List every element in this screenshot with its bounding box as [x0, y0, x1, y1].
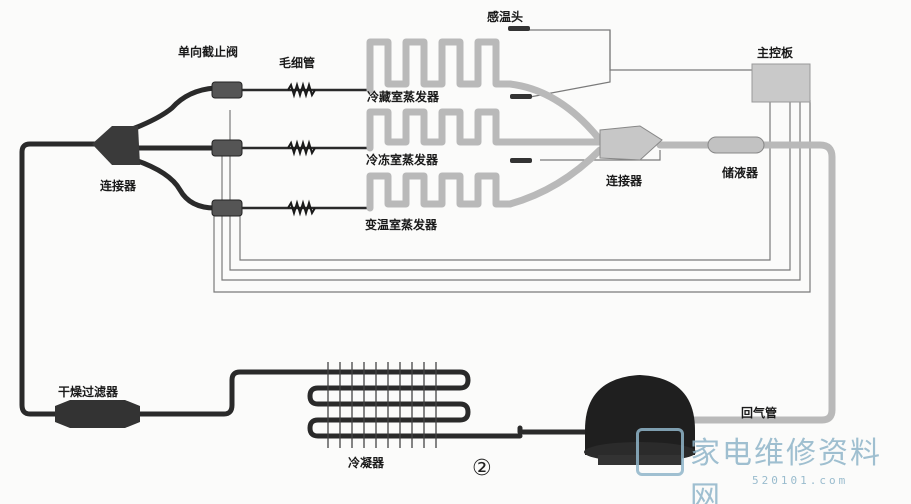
drier-filter-label: 干燥过滤器 — [58, 385, 119, 399]
condenser-label: 冷凝器 — [348, 456, 385, 470]
figure-number: ② — [472, 456, 492, 481]
capillary-coils — [287, 81, 316, 217]
drier-filter — [55, 400, 140, 428]
main-board-box — [751, 63, 811, 103]
right-connector-body — [599, 125, 663, 161]
evaporators — [366, 38, 836, 424]
capillary-label: 毛细管 — [279, 56, 316, 70]
condenser-fins — [327, 362, 437, 448]
capillary-lines — [242, 88, 370, 210]
fridge-evaporator-label: 冷藏室蒸发器 — [367, 90, 440, 104]
return-pipe-label: 回气管 — [741, 406, 778, 420]
left-connector-body — [92, 126, 140, 165]
check-valves — [211, 81, 243, 217]
watermark-text: 家电维修资料网 — [690, 436, 882, 504]
sensor-head-label: 感温头 — [487, 10, 524, 24]
right-connector-label: 连接器 — [606, 174, 643, 188]
variable-evaporator-label: 变温室蒸发器 — [365, 218, 438, 232]
main-board-label: 主控板 — [757, 46, 794, 60]
check-valve-label: 单向截止阀 — [178, 45, 239, 59]
left-connector-label: 连接器 — [100, 179, 137, 193]
freezer-evaporator-label: 冷冻室蒸发器 — [366, 153, 439, 167]
accumulator-label: 储液器 — [722, 166, 759, 180]
watermark-logo-icon — [636, 428, 684, 476]
watermark-url: 520101.com — [752, 474, 849, 487]
compressor — [584, 375, 696, 465]
accumulator-body — [707, 136, 765, 154]
temperature-sensors — [508, 26, 532, 163]
